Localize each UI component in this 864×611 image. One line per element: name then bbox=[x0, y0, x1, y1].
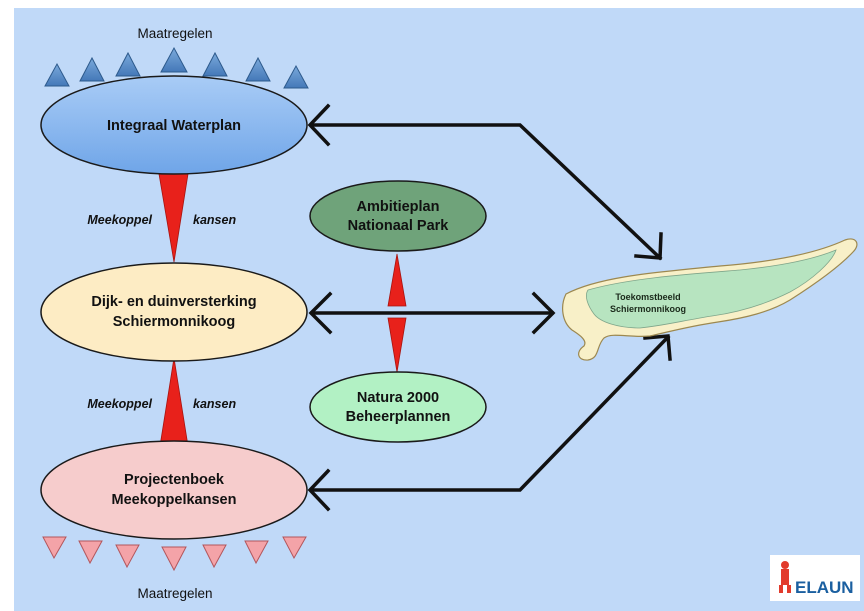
middle-wedge-lower bbox=[387, 317, 407, 373]
island-map: Toekomstbeeld Schiermonnikoog bbox=[562, 238, 858, 361]
node-dijk-label-line1: Dijk- en duinversterking bbox=[91, 294, 256, 310]
bottom-triangles bbox=[42, 536, 307, 572]
top-maatregelen-label: Maatregelen bbox=[137, 26, 212, 41]
top-triangle bbox=[160, 46, 188, 73]
connector-wedge-lower bbox=[159, 357, 189, 447]
node-dijk-label-line2: Schiermonnikoog bbox=[113, 314, 235, 330]
bottom-triangle bbox=[42, 536, 67, 560]
arrow-projectenboek-island bbox=[310, 334, 671, 492]
bottom-maatregelen-label: Maatregelen bbox=[137, 586, 212, 601]
node-natura-shape bbox=[309, 371, 487, 443]
node-natura-label-line2: Beheerplannen bbox=[346, 409, 451, 425]
node-ambitieplan-shape bbox=[309, 180, 487, 252]
middle-wedge-upper bbox=[387, 253, 407, 307]
arrowhead-projectenboek bbox=[307, 468, 331, 512]
arrow-waterplan-island bbox=[310, 123, 663, 261]
bottom-triangle bbox=[78, 540, 103, 565]
logo-figure-icon bbox=[779, 561, 791, 593]
connector-wedge-upper bbox=[158, 173, 189, 263]
bottom-triangle bbox=[282, 536, 307, 560]
arrowhead-island-top bbox=[634, 232, 663, 260]
connector-upper-left-label: Meekoppel bbox=[87, 213, 152, 227]
top-triangle bbox=[283, 64, 309, 89]
bottom-triangle bbox=[244, 540, 269, 565]
island-label-line1: Toekomstbeeld bbox=[615, 292, 680, 302]
node-ambitieplan-label-line1: Ambitieplan bbox=[357, 199, 440, 215]
connector-lower-left-label: Meekoppel bbox=[87, 397, 152, 411]
bottom-triangle bbox=[115, 544, 140, 569]
node-projectenboek: Projectenboek Meekoppelkansen bbox=[40, 440, 308, 540]
connector-upper-right-label: kansen bbox=[193, 213, 236, 227]
logo-text: ELAUN bbox=[795, 578, 854, 597]
node-ambitieplan: Ambitieplan Nationaal Park bbox=[309, 180, 487, 252]
top-triangle bbox=[245, 56, 271, 82]
arrowhead-waterplan bbox=[307, 103, 331, 147]
node-projectenboek-label-line2: Meekoppelkansen bbox=[112, 492, 237, 508]
bottom-triangle bbox=[202, 544, 227, 569]
node-natura: Natura 2000 Beheerplannen bbox=[309, 371, 487, 443]
node-waterplan-shape bbox=[40, 75, 308, 175]
node-projectenboek-label-line1: Projectenboek bbox=[124, 472, 225, 488]
arrowhead-island-bottom bbox=[643, 334, 672, 361]
island-green-area bbox=[586, 249, 837, 329]
top-triangles bbox=[44, 46, 309, 89]
island-label-line2: Schiermonnikoog bbox=[610, 304, 686, 314]
top-triangle bbox=[79, 56, 105, 82]
node-natura-label-line1: Natura 2000 bbox=[357, 390, 439, 406]
top-triangle bbox=[115, 51, 141, 77]
connector-lower-right-label: kansen bbox=[193, 397, 236, 411]
bottom-triangle bbox=[161, 546, 187, 572]
elaun-logo: ELAUN bbox=[770, 555, 860, 601]
node-waterplan: Integraal Waterplan bbox=[40, 75, 308, 175]
node-waterplan-label: Integraal Waterplan bbox=[107, 118, 241, 134]
node-dijk-shape bbox=[40, 262, 308, 362]
arrowhead-island-middle bbox=[531, 291, 556, 335]
arrowhead-dijk bbox=[308, 291, 333, 335]
node-dijk: Dijk- en duinversterking Schiermonnikoog bbox=[40, 262, 308, 362]
top-triangle bbox=[44, 62, 70, 87]
arrows bbox=[307, 103, 672, 512]
top-triangle bbox=[202, 51, 228, 77]
node-ambitieplan-label-line2: Nationaal Park bbox=[348, 218, 450, 234]
node-projectenboek-shape bbox=[40, 440, 308, 540]
